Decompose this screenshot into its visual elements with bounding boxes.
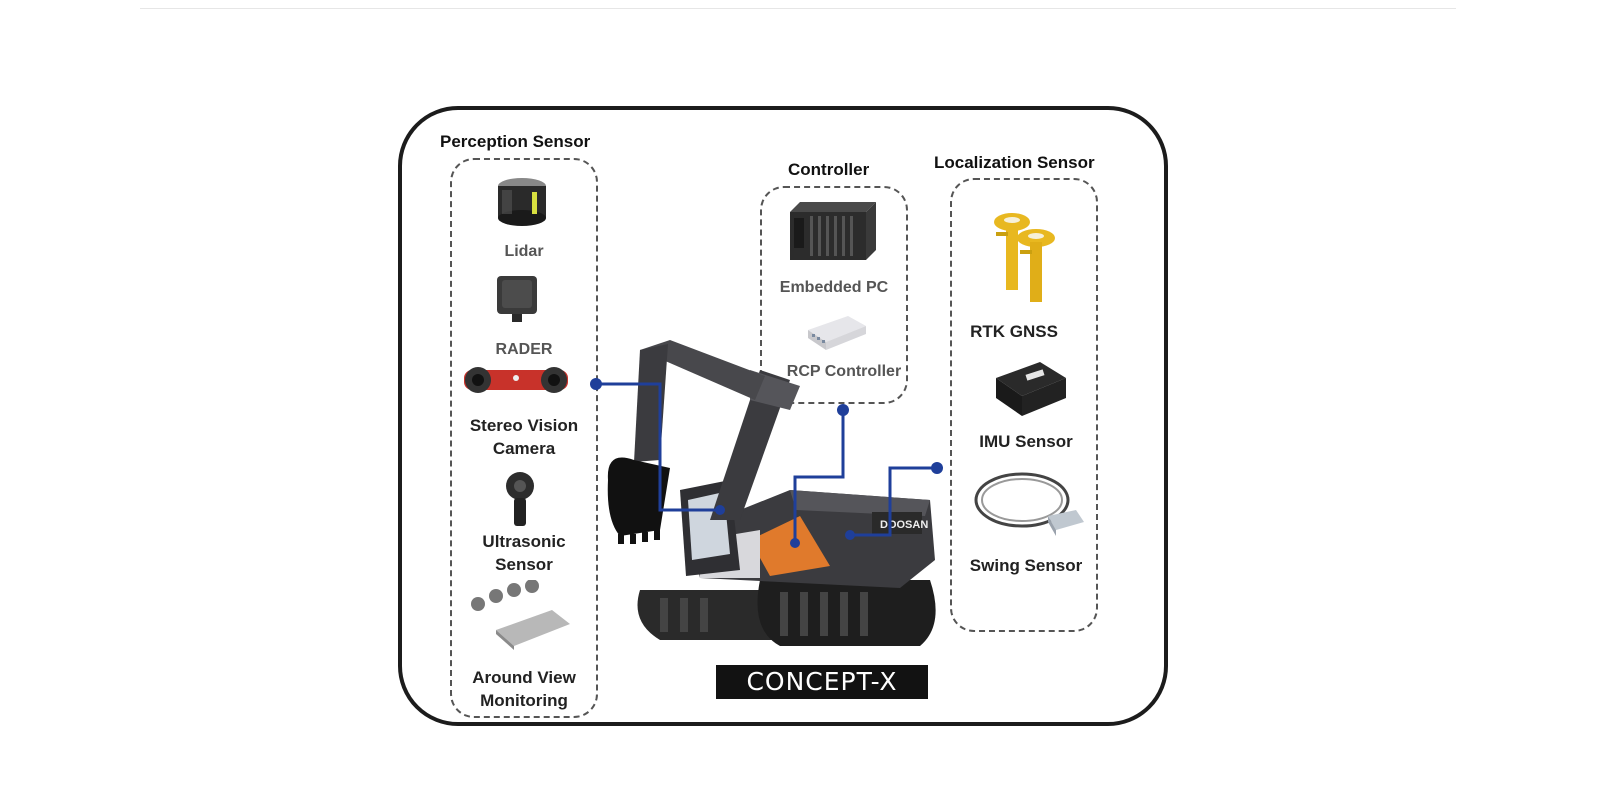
excavator-node-dot xyxy=(790,538,800,548)
ultrasonic-sensor-icon xyxy=(506,472,534,526)
rtk-gnss-label: RTK GNSS xyxy=(970,322,1058,341)
controller-connector xyxy=(793,410,845,543)
swing-sensor-icon xyxy=(974,472,1084,536)
imu-icon xyxy=(996,362,1066,416)
controller-group xyxy=(760,186,908,404)
around-view-label: Around View Monitoring xyxy=(472,668,576,710)
ultrasonic-sensor-label: Ultrasonic Sensor xyxy=(482,532,566,574)
rcp-controller-icon xyxy=(808,316,866,350)
localization-connector xyxy=(850,466,937,537)
rcp-controller-label: RCP Controller xyxy=(786,363,902,380)
lidar-icon xyxy=(498,178,546,226)
perception-connector-dot xyxy=(590,378,602,390)
stereo-camera-icon xyxy=(464,367,568,393)
stereo-camera-label: Stereo Vision Camera xyxy=(469,416,579,458)
gnss-antenna-icon xyxy=(994,213,1055,302)
radar-label: RADER xyxy=(495,341,553,358)
controller-title: Controller xyxy=(788,160,870,179)
excavator-node-dot xyxy=(715,505,725,515)
around-view-icon xyxy=(471,580,570,650)
lidar-label: Lidar xyxy=(504,243,544,260)
concept-x-banner: CONCEPT-X xyxy=(716,665,928,699)
swing-sensor-label: Swing Sensor xyxy=(969,556,1083,575)
localization-sensor-title: Localization Sensor xyxy=(934,153,1095,172)
radar-icon xyxy=(497,276,537,322)
localization-sensor-group xyxy=(950,178,1098,632)
top-divider xyxy=(140,8,1456,9)
perception-connector xyxy=(596,382,720,512)
localization-connector-dot xyxy=(931,462,943,474)
controller-connector-dot xyxy=(837,404,849,416)
perception-sensor-group xyxy=(450,158,598,718)
imu-sensor-label: IMU Sensor xyxy=(979,432,1073,451)
machine-brand-label: DOOSAN xyxy=(880,519,928,531)
embedded-pc-icon xyxy=(790,202,876,260)
excavator-node-dot xyxy=(845,530,855,540)
embedded-pc-label: Embedded PC xyxy=(779,279,889,296)
perception-sensor-title: Perception Sensor xyxy=(440,132,591,151)
